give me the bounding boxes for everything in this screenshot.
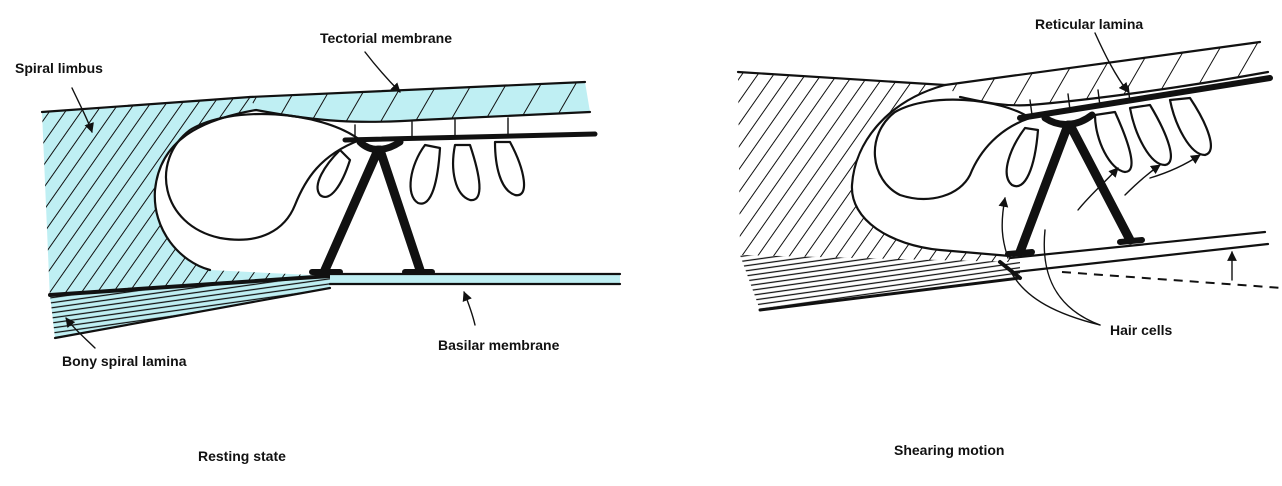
- motion-arrows-right: [998, 154, 1201, 259]
- bony-spiral-lamina-shape: [48, 274, 332, 340]
- reticular-lamina-right: [1017, 75, 1273, 121]
- spiral-limbus-shape-right: [736, 70, 1012, 262]
- label-hair-cells: Hair cells: [1110, 322, 1172, 338]
- spiral-limbus-shape: [40, 95, 330, 300]
- inner-sulcus-loop-right: [873, 98, 1032, 200]
- tectorial-membrane-shape-right: [943, 40, 1270, 107]
- basilar-membrane-shape-right: [1008, 230, 1282, 289]
- label-arrows-left: [65, 51, 476, 349]
- label-spiral-limbus: Spiral limbus: [15, 60, 103, 76]
- panel-shearing: Reticular lamina Hair cells Shearing mot…: [736, 16, 1282, 458]
- panel-resting: Spiral limbus Tectorial membrane Bony sp…: [15, 30, 622, 464]
- caption-resting-state: Resting state: [198, 448, 286, 464]
- pillar-cells-left: [309, 138, 435, 275]
- inner-sulcus-loop: [165, 112, 362, 241]
- tectorial-membrane-shape: [248, 80, 592, 123]
- label-arrows-right: [1009, 32, 1129, 326]
- label-basilar-membrane: Basilar membrane: [438, 337, 560, 353]
- reticular-lamina-left: [342, 117, 598, 143]
- label-tectorial-membrane: Tectorial membrane: [320, 30, 452, 46]
- hair-cells-right: [1005, 96, 1212, 188]
- caption-shearing-motion: Shearing motion: [894, 442, 1004, 458]
- label-bony-spiral-lamina: Bony spiral lamina: [62, 353, 187, 369]
- hair-cells-left: [316, 140, 526, 205]
- basilar-membrane-shape: [328, 272, 622, 286]
- bony-spiral-lamina-shape-right: [740, 255, 1022, 312]
- pillar-cells-right: [1005, 111, 1145, 257]
- label-reticular-lamina: Reticular lamina: [1035, 16, 1143, 32]
